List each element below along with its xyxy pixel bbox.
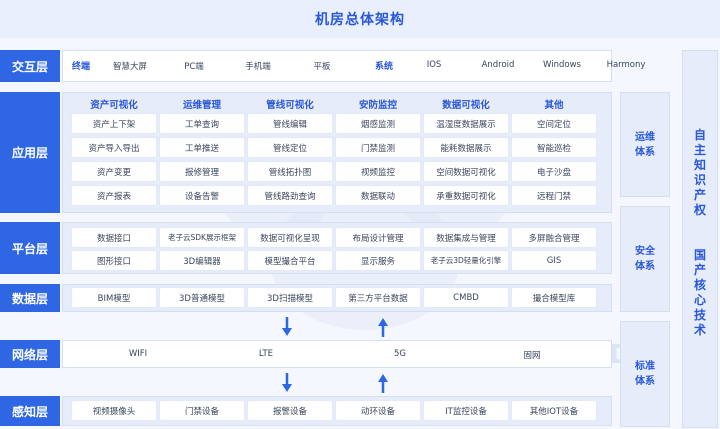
- layer-label-perception: 感知层: [0, 396, 60, 426]
- app-cell: 能耗数据展示: [424, 138, 508, 157]
- layer-label-interaction: 交互层: [0, 50, 60, 82]
- perception-cell: 其他IOT设备: [512, 401, 596, 420]
- app-cell: 空间数据可视化: [424, 162, 508, 181]
- data-cell: 3D扫描模型: [248, 288, 332, 307]
- app-column-title: 数据可视化: [442, 100, 490, 111]
- platform-cell: 数据集成与管理: [424, 228, 508, 247]
- platform-cell: 数据接口: [72, 228, 156, 247]
- arrow-up-icon: [378, 318, 388, 337]
- platform-cell: 模型撮合平台: [248, 251, 332, 270]
- data-cell: BIM模型: [72, 288, 156, 307]
- side-standard-system: 标准体系: [620, 321, 670, 427]
- layer-label-application: 应用层: [0, 92, 60, 213]
- app-cell: 设备告警: [160, 186, 244, 205]
- interaction-panel: [62, 50, 612, 82]
- perception-cell: 视频摄像头: [72, 401, 156, 420]
- platform-cell: 布局设计管理: [336, 228, 420, 247]
- platform-cell: 数据可视化呈现: [248, 228, 332, 247]
- network-panel: [62, 340, 612, 368]
- app-cell: 烟感监测: [336, 114, 420, 133]
- app-cell: 空间定位: [512, 114, 596, 133]
- app-cell: 管线拓扑图: [248, 162, 332, 181]
- app-cell: 管线定位: [248, 138, 332, 157]
- data-cell: CMBD: [424, 288, 508, 307]
- layer-label-platform: 平台层: [0, 222, 60, 274]
- side-tech-panel: [682, 50, 718, 428]
- platform-cell: 图形接口: [72, 251, 156, 270]
- network-item: 固网: [523, 351, 541, 361]
- arrow-down-icon: [282, 317, 292, 336]
- arrow-up-icon: [378, 374, 388, 393]
- platform-cell: 多屏融合管理: [512, 228, 596, 247]
- app-column-title: 管线可视化: [266, 100, 314, 111]
- terminal-item: 智慧大屏: [112, 62, 147, 72]
- platform-cell: 3D编辑器: [160, 251, 244, 270]
- terminal-label: 终端: [72, 62, 91, 72]
- side-security-system: 安全体系: [620, 206, 670, 312]
- perception-cell: 动环设备: [336, 401, 420, 420]
- side-ops-system: 运维体系: [620, 92, 670, 197]
- page-header: 机房总体架构: [0, 0, 720, 38]
- system-label: 系统: [375, 62, 394, 72]
- data-cell: 撮合模型库: [512, 288, 596, 307]
- app-cell: 智能巡检: [512, 138, 596, 157]
- perception-cell: IT监控设备: [424, 401, 508, 420]
- network-item: LTE: [258, 349, 274, 359]
- app-cell: 工单推送: [160, 138, 244, 157]
- terminal-item: 手机端: [245, 62, 271, 72]
- perception-cell: 门禁设备: [160, 401, 244, 420]
- app-cell: 承重数据可视化: [424, 186, 508, 205]
- side-ops-label: 运维体系: [635, 131, 655, 158]
- app-cell: 管线路劲查询: [248, 186, 332, 205]
- app-cell: 工单查询: [160, 114, 244, 133]
- app-cell: 视频监控: [336, 162, 420, 181]
- data-cell: 3D普通模型: [160, 288, 244, 307]
- system-item: Android: [481, 60, 515, 70]
- app-cell: 管线编辑: [248, 114, 332, 133]
- layer-label-network: 网络层: [0, 340, 60, 368]
- system-item: Harmony: [606, 60, 646, 70]
- app-cell: 资产上下架: [72, 114, 156, 133]
- perception-cell: 报警设备: [248, 401, 332, 420]
- terminal-item: 平板: [313, 62, 331, 72]
- app-cell: 远程门禁: [512, 186, 596, 205]
- data-cell: 第三方平台数据: [336, 288, 420, 307]
- page-title: 机房总体架构: [315, 12, 405, 28]
- app-column-title: 运维管理: [182, 100, 221, 111]
- network-item: 5G: [394, 349, 406, 359]
- network-item: WIFI: [128, 349, 148, 359]
- app-column-title: 安防监控: [358, 100, 397, 111]
- side-standard-label: 标准体系: [635, 361, 655, 387]
- app-cell: 门禁监测: [336, 138, 420, 157]
- side-tech-ip: 自主知识产权: [693, 128, 706, 217]
- terminal-item: PC端: [184, 62, 204, 72]
- app-column-title: 其他: [544, 100, 564, 111]
- platform-cell: 老子云SDK展示框架: [160, 228, 244, 247]
- app-cell: 资产导入导出: [72, 138, 156, 157]
- side-security-label: 安全体系: [635, 246, 655, 272]
- platform-cell: 老子云3D轻量化引擎: [424, 251, 508, 270]
- side-tech-core: 国产核心技术: [693, 248, 706, 337]
- app-cell: 报修管理: [160, 162, 244, 181]
- system-item: IOS: [426, 60, 442, 70]
- platform-cell: GIS: [512, 251, 596, 270]
- platform-cell: 显示服务: [336, 251, 420, 270]
- app-cell: 电子沙盘: [512, 162, 596, 181]
- app-cell: 资产报表: [72, 186, 156, 205]
- app-column-title: 资产可视化: [90, 100, 138, 111]
- layer-label-data: 数据层: [0, 284, 60, 312]
- app-cell: 数据联动: [336, 186, 420, 205]
- system-item: Windows: [543, 60, 581, 70]
- arrow-down-icon: [282, 373, 292, 392]
- app-cell: 温湿度数据展示: [424, 114, 508, 133]
- app-cell: 资产变更: [72, 162, 156, 181]
